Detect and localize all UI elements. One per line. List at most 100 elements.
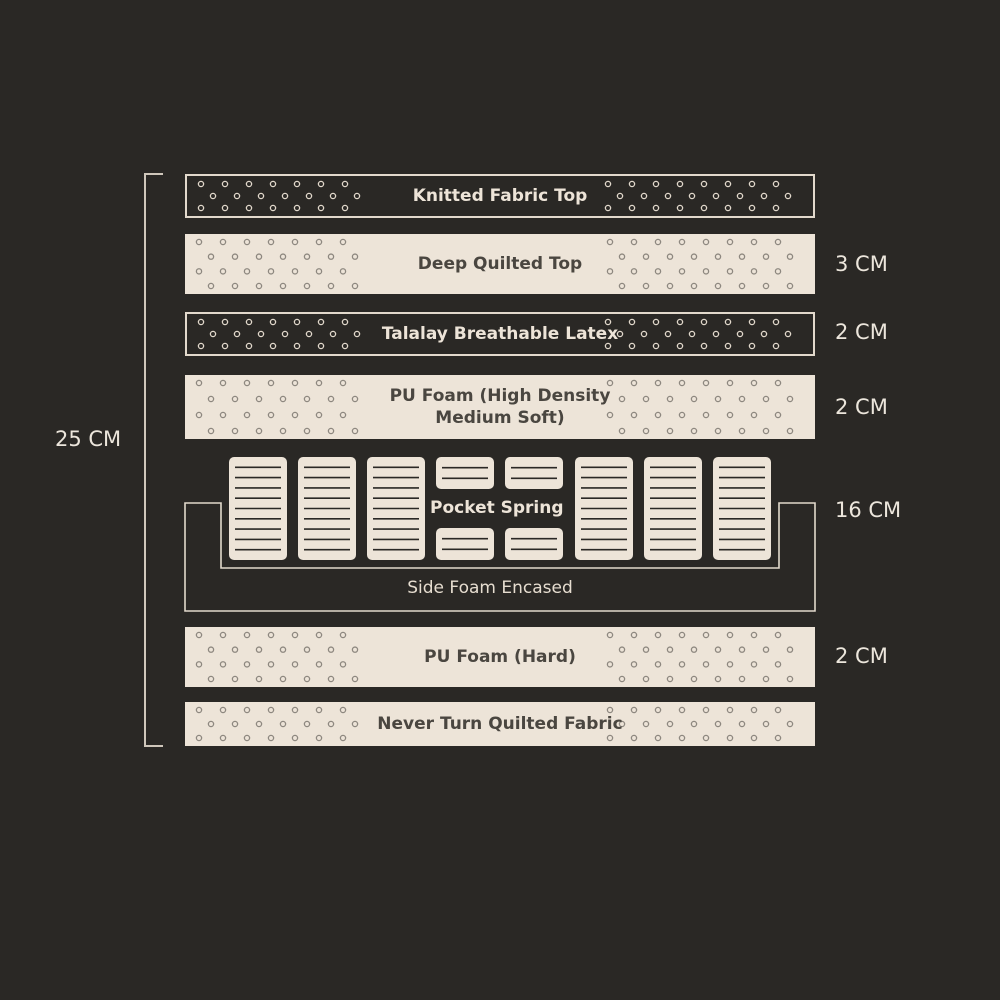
pattern-dot — [291, 661, 299, 668]
pattern-dot — [606, 268, 614, 275]
pattern-dot — [738, 395, 746, 403]
pattern-dot — [327, 675, 335, 683]
pattern-dot — [702, 379, 710, 387]
pattern-dot — [772, 180, 780, 188]
pattern-dot — [702, 661, 710, 668]
pattern-dot — [245, 204, 253, 212]
pattern-dot — [231, 427, 239, 435]
pattern-dot — [267, 238, 275, 246]
pattern-dot — [652, 318, 660, 326]
pattern-dot — [327, 646, 335, 653]
pattern-dot — [315, 631, 323, 639]
pattern-dot — [606, 379, 614, 387]
pattern-dot — [279, 646, 287, 653]
pattern-dot — [714, 282, 722, 290]
pattern-dot — [750, 238, 758, 246]
pattern-dot — [676, 204, 684, 212]
pattern-dot — [654, 734, 662, 742]
pattern-dot — [690, 395, 698, 403]
layer-label-deep-quilted-top: Deep Quilted Top — [417, 254, 583, 274]
pattern-dot — [652, 204, 660, 212]
pattern-dot — [750, 411, 758, 419]
pattern-dot — [738, 720, 746, 728]
pattern-dot — [269, 180, 277, 188]
pattern-dot — [341, 342, 349, 350]
thickness-deep-quilted-top: 3 CM — [835, 252, 888, 276]
total-height-label: 25 CM — [55, 427, 122, 451]
pattern-dot — [353, 192, 361, 200]
pattern-dot — [339, 706, 347, 714]
pattern-dot — [642, 282, 650, 290]
pattern-dot — [700, 180, 708, 188]
pattern-dot — [291, 238, 299, 246]
pattern-dot — [604, 342, 612, 350]
pattern-dot — [351, 253, 359, 260]
layer-deep-quilted-top: Deep Quilted Top — [185, 234, 815, 294]
pattern-dot — [351, 395, 359, 403]
pattern-dot — [666, 282, 674, 290]
side-foam-label: Side Foam Encased — [407, 578, 573, 598]
pattern-dot — [245, 318, 253, 326]
pattern-dot — [606, 661, 614, 668]
knit-pattern — [197, 180, 792, 212]
pattern-dot — [339, 631, 347, 639]
quilt-pattern — [195, 238, 794, 290]
pattern-dot — [702, 631, 710, 639]
pattern-dot — [618, 282, 626, 290]
pattern-dot — [281, 192, 289, 200]
pattern-dot — [291, 706, 299, 714]
pattern-dot — [353, 330, 361, 338]
pattern-dot — [315, 706, 323, 714]
pattern-dot — [654, 631, 662, 639]
pattern-dot — [628, 318, 636, 326]
pattern-dot — [606, 734, 614, 742]
pattern-dot — [329, 192, 337, 200]
pattern-dot — [267, 661, 275, 668]
pattern-dot — [305, 330, 313, 338]
pattern-dot — [219, 661, 227, 668]
pattern-dot — [678, 734, 686, 742]
pattern-dot — [688, 330, 696, 338]
pattern-dot — [243, 734, 251, 742]
pattern-dot — [195, 631, 203, 639]
pattern-dot — [315, 661, 323, 668]
pattern-dot — [786, 253, 794, 260]
pattern-dot — [255, 282, 263, 290]
pattern-dot — [267, 734, 275, 742]
pattern-dot — [618, 253, 626, 260]
spring-coil-half-top — [436, 457, 494, 489]
pattern-dot — [628, 180, 636, 188]
pattern-dot — [291, 268, 299, 275]
pattern-dot — [628, 342, 636, 350]
pattern-dot — [255, 253, 263, 260]
pattern-dot — [666, 427, 674, 435]
pattern-dot — [666, 675, 674, 683]
pattern-dot — [724, 318, 732, 326]
pattern-dot — [738, 675, 746, 683]
pattern-dot — [750, 379, 758, 387]
pattern-dot — [678, 238, 686, 246]
pattern-dot — [714, 675, 722, 683]
pattern-dot — [642, 720, 650, 728]
pattern-dot — [726, 734, 734, 742]
pattern-dot — [267, 706, 275, 714]
layer-label-pu-foam-high-density: PU Foam (High Density Medium Soft) — [389, 386, 611, 428]
pattern-dot — [786, 282, 794, 290]
pattern-dot — [243, 706, 251, 714]
pattern-dot — [606, 706, 614, 714]
thickness-talalay-latex: 2 CM — [835, 320, 888, 344]
pattern-dot — [339, 379, 347, 387]
pattern-dot — [207, 282, 215, 290]
layer-never-turn-quilted-fabric: Never Turn Quilted Fabric — [185, 702, 815, 746]
pattern-dot — [195, 411, 203, 419]
pattern-dot — [269, 342, 277, 350]
layer-label-pu-foam-hard: PU Foam (Hard) — [424, 647, 576, 667]
pattern-dot — [774, 238, 782, 246]
pattern-dot — [724, 342, 732, 350]
pattern-dot — [303, 720, 311, 728]
pattern-dot — [726, 268, 734, 275]
pattern-dot — [726, 379, 734, 387]
pattern-dot — [269, 318, 277, 326]
pattern-dot — [786, 720, 794, 728]
